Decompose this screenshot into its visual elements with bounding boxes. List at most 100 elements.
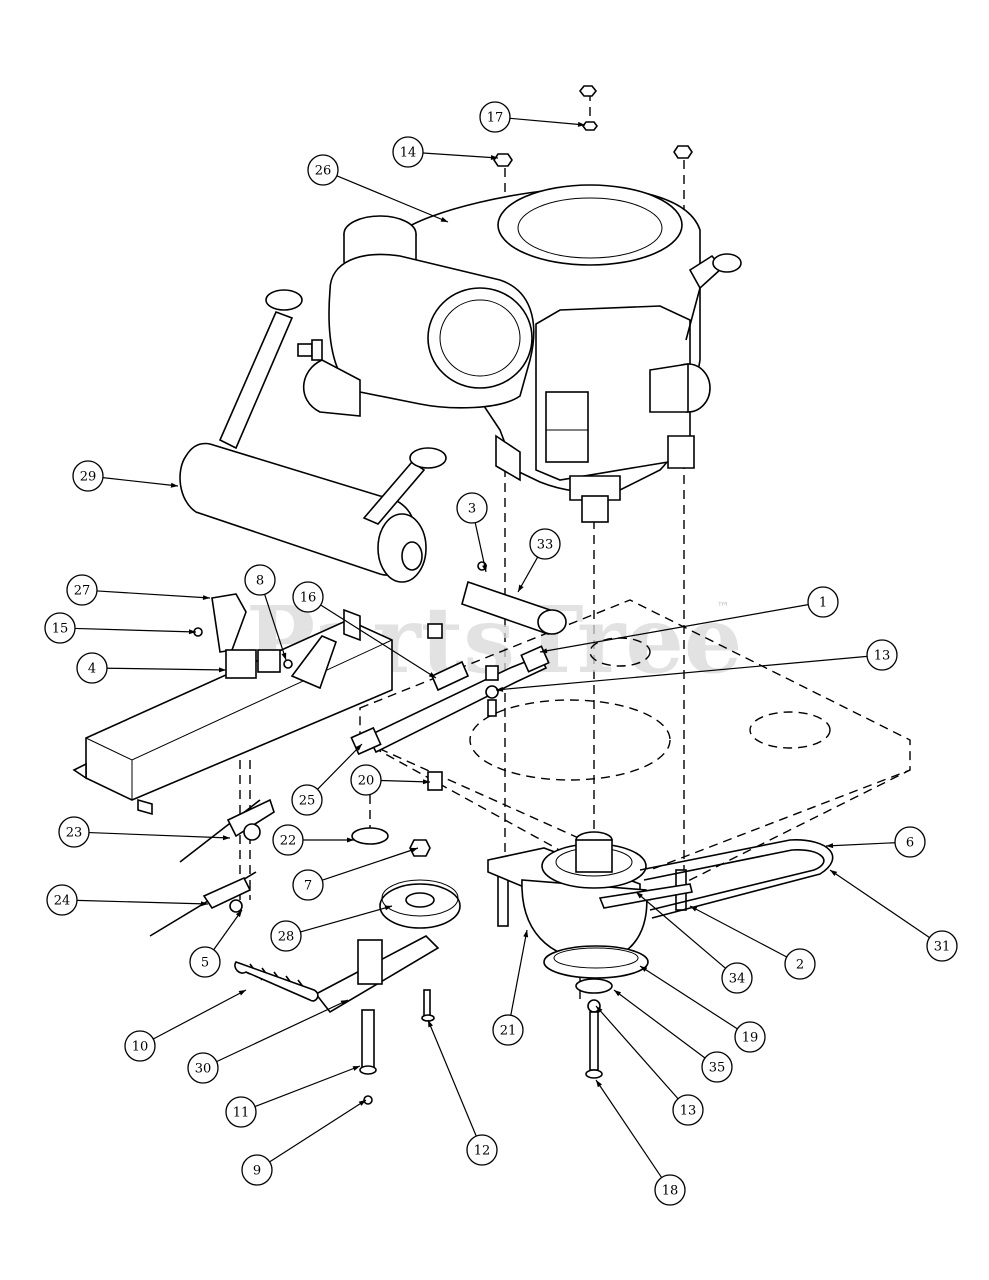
leader-line-31 (829, 869, 930, 939)
callout-number: 10 (132, 1040, 149, 1055)
callout-circle (701, 1051, 733, 1083)
part-callout-11[interactable]: 11 (225, 1096, 257, 1128)
leader-arrow-22 (347, 837, 354, 843)
callout-leaders (74, 117, 930, 1178)
callout-circle (492, 1014, 524, 1046)
part-callout-27[interactable]: 27 (66, 574, 98, 606)
callout-circle (46, 884, 78, 916)
control-levers (193, 593, 338, 690)
callout-circle (76, 652, 108, 684)
part-callout-10[interactable]: 10 (124, 1030, 156, 1062)
part-callout-33[interactable]: 33 (529, 528, 561, 560)
callout-circle (189, 946, 221, 978)
leader-arrow-16 (428, 672, 436, 678)
leader-line-30 (216, 999, 349, 1063)
callout-circle (784, 948, 816, 980)
part-callout-9[interactable]: 9 (241, 1154, 273, 1186)
leader-line-21 (510, 929, 528, 1016)
part-callout-26[interactable]: 26 (307, 154, 339, 186)
part-callout-4[interactable]: 4 (76, 652, 108, 684)
part-callout-7[interactable]: 7 (292, 869, 324, 901)
part-callout-31[interactable]: 31 (926, 930, 958, 962)
part-callout-1[interactable]: 1 (807, 586, 839, 618)
part-callout-13[interactable]: 13 (866, 639, 898, 671)
leader-line-10 (152, 989, 247, 1040)
part-callout-6[interactable]: 6 (894, 826, 926, 858)
pipe-assembly (350, 580, 567, 756)
callout-number: 17 (487, 111, 504, 126)
leader-line-25 (317, 743, 363, 790)
callout-circle (466, 1134, 498, 1166)
leader-arrow-19 (640, 966, 648, 972)
leader-arrow-1 (540, 648, 548, 654)
leader-line-20 (380, 779, 431, 783)
part-callout-3[interactable]: 3 (456, 492, 488, 524)
callout-circle (672, 1094, 704, 1126)
callout-number: 1 (819, 596, 827, 611)
leader-arrow-3 (482, 564, 487, 572)
leader-line-26 (336, 175, 449, 223)
part-callout-8[interactable]: 8 (244, 564, 276, 596)
leader-arrow-8 (281, 652, 287, 660)
part-callout-15[interactable]: 15 (44, 612, 76, 644)
part-callout-34[interactable]: 34 (721, 962, 753, 994)
part-callout-18[interactable]: 18 (654, 1174, 686, 1206)
part-callout-19[interactable]: 19 (734, 1021, 766, 1053)
callout-number: 7 (304, 879, 312, 894)
leader-arrow-13 (596, 1006, 603, 1013)
callout-circle (272, 824, 304, 856)
engine-assembly (297, 184, 742, 523)
part-callout-5[interactable]: 5 (189, 946, 221, 978)
leader-arrow-4 (218, 667, 226, 673)
leader-arrow-13 (496, 686, 504, 692)
part-callout-16[interactable]: 16 (292, 581, 324, 613)
callout-number: 26 (315, 164, 332, 179)
leader-line-23 (88, 831, 231, 839)
part-callout-23[interactable]: 23 (58, 816, 90, 848)
leader-line-34 (635, 891, 726, 969)
callout-circle (66, 574, 98, 606)
part-callout-20[interactable]: 20 (350, 764, 382, 796)
part-callout-12[interactable]: 12 (466, 1134, 498, 1166)
leader-arrow-17 (577, 121, 585, 127)
part-callout-28[interactable]: 28 (270, 920, 302, 952)
leader-arrow-28 (384, 905, 392, 911)
leader-line-2 (689, 905, 788, 958)
leader-line-1 (539, 604, 809, 653)
part-callout-17[interactable]: 17 (479, 101, 511, 133)
leader-arrow-14 (490, 155, 498, 161)
part-callout-14[interactable]: 14 (392, 136, 424, 168)
callout-circle (270, 920, 302, 952)
callout-circle (44, 612, 76, 644)
callout-number: 21 (500, 1024, 517, 1039)
callout-circle (479, 101, 511, 133)
leader-line-35 (613, 989, 706, 1059)
leader-line-16 (320, 604, 437, 679)
leader-arrow-6 (826, 843, 834, 849)
part-callout-25[interactable]: 25 (291, 784, 323, 816)
leader-line-17 (509, 117, 586, 126)
callout-circle (894, 826, 926, 858)
callout-number: 28 (278, 930, 295, 945)
muffler (179, 289, 447, 583)
part-callout-35[interactable]: 35 (701, 1051, 733, 1083)
callout-circle (721, 962, 753, 994)
callout-number: 30 (195, 1062, 212, 1077)
callout-number: 24 (54, 894, 71, 909)
cable-brackets (149, 798, 275, 937)
callout-number: 35 (709, 1061, 726, 1076)
part-callout-30[interactable]: 30 (187, 1052, 219, 1084)
part-callout-29[interactable]: 29 (72, 460, 104, 492)
part-callout-22[interactable]: 22 (272, 824, 304, 856)
part-callout-24[interactable]: 24 (46, 884, 78, 916)
callout-number: 27 (74, 584, 91, 599)
leader-line-9 (269, 1099, 367, 1163)
part-callout-2[interactable]: 2 (784, 948, 816, 980)
leader-line-14 (422, 152, 499, 159)
part-callout-21[interactable]: 21 (492, 1014, 524, 1046)
callout-circle (734, 1021, 766, 1053)
callout-number: 14 (400, 146, 417, 161)
part-callout-13[interactable]: 13 (672, 1094, 704, 1126)
